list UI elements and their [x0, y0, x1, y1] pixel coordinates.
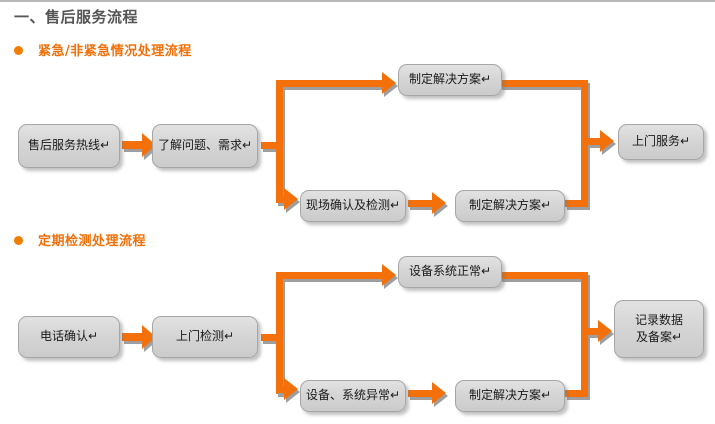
node-hotline[interactable]: 售后服务热线↵: [18, 124, 120, 168]
node-plan-top[interactable]: 制定解决方案↵: [398, 64, 502, 96]
node-phone-confirm[interactable]: 电话确认↵: [18, 316, 120, 358]
node-system-abnormal-label: 设备、系统异常↵: [305, 388, 401, 403]
node-plan-bottom-2-label: 制定解决方案↵: [468, 388, 552, 403]
node-hotline-label: 售后服务热线↵: [27, 138, 111, 153]
merge-bottom-line-2: [565, 390, 588, 397]
top-divider-rule: [0, 0, 715, 2]
node-system-normal-label: 设备系统正常↵: [408, 264, 492, 279]
branch-bus-1: [276, 80, 283, 202]
node-record-archive-label: 记录数据 及备案↵: [634, 312, 683, 344]
branch-top-line-1: [276, 80, 384, 87]
node-system-abnormal[interactable]: 设备、系统异常↵: [300, 380, 406, 412]
merge-top-line-2: [500, 272, 588, 279]
filled-circle-bullet-icon: [14, 46, 23, 55]
branch-stub-2: [261, 334, 283, 341]
node-plan-top-label: 制定解决方案↵: [408, 72, 492, 87]
node-onsite-inspection-label: 上门检测↵: [175, 329, 235, 344]
merge-top-line-1: [500, 80, 588, 87]
node-onsite-service-label: 上门服务↵: [631, 134, 691, 149]
node-onsite-inspection[interactable]: 上门检测↵: [152, 316, 258, 358]
branch-top-line-2: [276, 272, 384, 279]
node-plan-bottom-2[interactable]: 制定解决方案↵: [455, 380, 565, 412]
node-plan-bottom[interactable]: 制定解决方案↵: [455, 190, 565, 222]
merge-bus-2: [581, 272, 588, 394]
filled-circle-bullet-icon: [14, 236, 23, 245]
node-plan-bottom-label: 制定解决方案↵: [468, 198, 552, 213]
section-heading-emergency-label: 紧急/非紧急情况处理流程: [38, 44, 192, 59]
node-onsite-check[interactable]: 现场确认及检测↵: [300, 190, 406, 222]
node-onsite-check-label: 现场确认及检测↵: [305, 198, 401, 213]
section-heading-periodic-label: 定期检测处理流程: [38, 234, 147, 249]
merge-bus-1: [581, 80, 588, 204]
node-onsite-service[interactable]: 上门服务↵: [618, 124, 704, 160]
node-record-archive[interactable]: 记录数据 及备案↵: [614, 300, 704, 358]
branch-stub-1: [261, 142, 283, 149]
node-system-normal[interactable]: 设备系统正常↵: [398, 256, 502, 288]
branch-bus-2: [276, 272, 283, 394]
page-title: 一、售后服务流程: [14, 8, 139, 26]
node-understand-needs[interactable]: 了解问题、需求↵: [152, 124, 258, 168]
merge-bottom-line-1: [565, 200, 588, 207]
node-phone-confirm-label: 电话确认↵: [39, 329, 99, 344]
node-understand-needs-label: 了解问题、需求↵: [157, 138, 253, 153]
